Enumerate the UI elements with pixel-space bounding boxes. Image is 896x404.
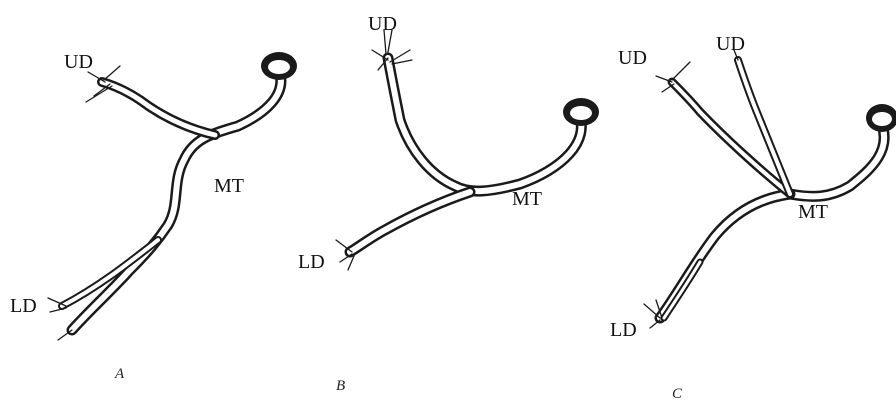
panel-c-label-ud-right: UD <box>716 33 745 55</box>
panel-a: UD MT LD A <box>10 51 297 382</box>
panel-b-label-ud: UD <box>368 13 397 35</box>
panel-c-label-mt: MT <box>798 201 828 223</box>
panel-b-duct-tree <box>350 58 581 252</box>
panel-b-caption: B <box>336 378 345 394</box>
panel-a-label-mt: MT <box>214 175 244 197</box>
panel-c-label-ld: LD <box>610 319 637 341</box>
panel-c-upper-twigs <box>656 50 738 92</box>
panel-b-lower-twigs <box>336 240 354 270</box>
panel-c-duct-cap <box>866 104 896 132</box>
panel-b-label-ld: LD <box>298 251 325 273</box>
panel-b: UD MT LD B <box>298 13 599 394</box>
panel-b-duct-cap <box>563 98 599 126</box>
panel-b-upper-twigs <box>372 30 412 70</box>
panel-b-label-mt: MT <box>512 188 542 210</box>
panel-a-duct-tree <box>62 68 281 330</box>
panel-a-label-ud: UD <box>64 51 93 73</box>
panel-a-duct-cap <box>261 52 297 80</box>
panel-c-caption: C <box>672 386 683 402</box>
panel-c: UD UD MT LD C <box>610 33 896 402</box>
panel-a-caption: A <box>114 366 125 382</box>
panel-a-label-ld: LD <box>10 295 37 317</box>
panel-c-label-ud-left: UD <box>618 47 647 69</box>
panel-c-duct-tree <box>660 60 884 318</box>
